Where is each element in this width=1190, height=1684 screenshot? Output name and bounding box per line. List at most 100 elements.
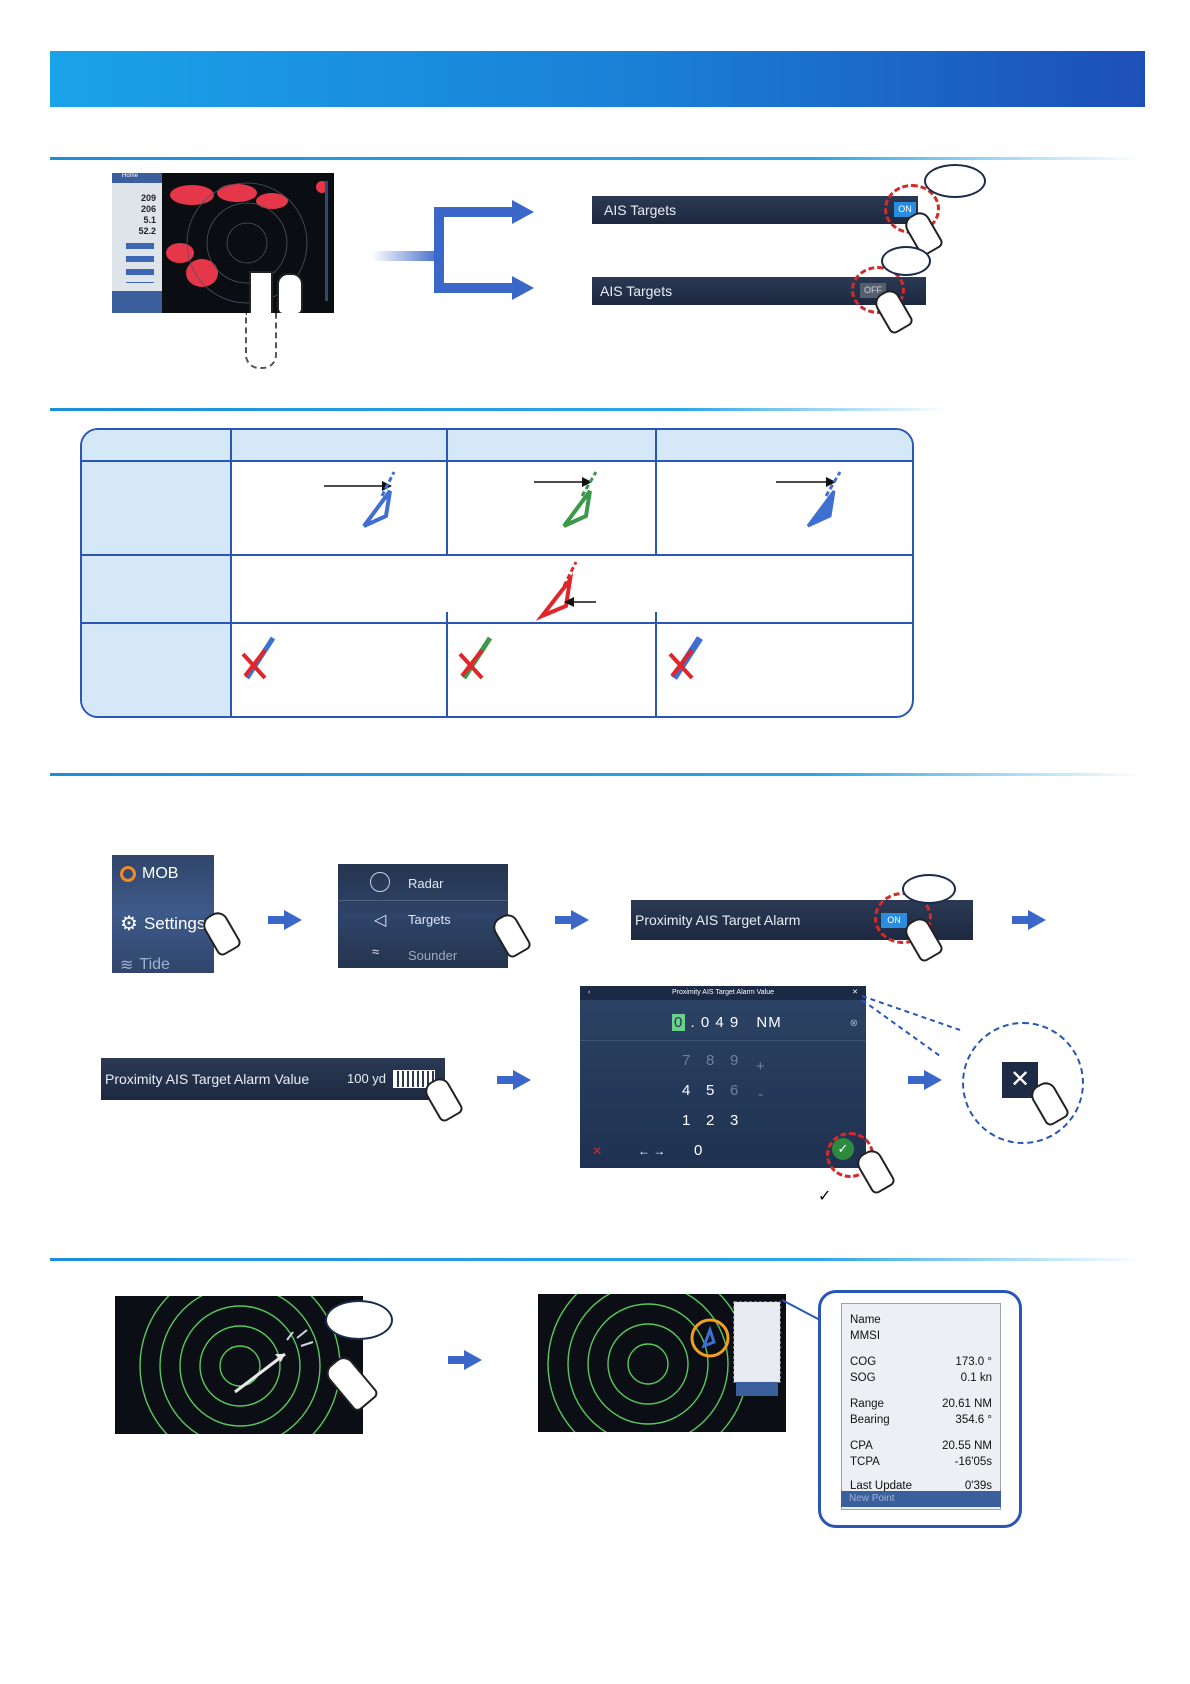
key-1[interactable]: 1 — [682, 1112, 691, 1129]
key-9[interactable]: 9 — [730, 1052, 739, 1069]
key-4[interactable]: 4 — [682, 1082, 691, 1099]
split-arrow-bottom — [434, 283, 514, 293]
key-3[interactable]: 3 — [730, 1112, 739, 1129]
info-row-range: Range 20.61 NM — [850, 1398, 992, 1410]
menu-label-settings: Settings — [143, 913, 206, 933]
speech-callout-tap — [325, 1300, 393, 1340]
keypad-divider — [580, 1040, 866, 1041]
close-icon[interactable]: ✕ — [852, 989, 858, 996]
section-divider-1 — [50, 157, 1145, 160]
submenu-targets[interactable]: Targets — [408, 912, 451, 927]
ais-target-symbol-green-outline — [534, 471, 598, 528]
menu-label-tide: Tide — [139, 956, 170, 973]
numeric-keypad-dialog: ‹ Proximity AIS Target Alarm Value ✕ 0 .… — [580, 986, 866, 1168]
swipe-up-arrow — [249, 271, 273, 313]
menu-item-mob[interactable]: MOB — [120, 865, 178, 883]
step-arrow-3 — [1028, 910, 1046, 930]
key-0[interactable]: 0 — [694, 1142, 703, 1159]
info-row-sog: SOG 0.1 kn — [850, 1372, 992, 1384]
col-divider-3b — [655, 612, 657, 716]
side-menu: MOB ⚙ Settings ≋ Tide — [112, 855, 214, 975]
section-divider-4 — [50, 1258, 1145, 1261]
step-arrow-1-bar — [268, 916, 286, 924]
step-arrow-1 — [284, 910, 302, 930]
radar-tap-screenshot — [115, 1296, 363, 1434]
ais-lost-target-green — [458, 636, 493, 680]
step-arrow-2 — [571, 910, 589, 930]
speech-callout-off — [881, 246, 931, 276]
radar-icon — [370, 872, 390, 892]
key-6[interactable]: 6 — [730, 1082, 739, 1099]
lifebuoy-icon — [120, 866, 136, 882]
zoom-circle: ✕ — [962, 1022, 1084, 1144]
radar-bottom-bar — [112, 291, 162, 313]
info-value: 20.55 NM — [942, 1440, 992, 1452]
info-value: 0.1 kn — [960, 1372, 992, 1384]
info-label: TCPA — [850, 1456, 880, 1468]
submenu-divider — [338, 900, 508, 901]
info-label: Name — [850, 1314, 881, 1326]
proximity-alarm-label: Proximity AIS Target Alarm — [635, 912, 801, 928]
arrow-head-top — [512, 200, 534, 224]
section-divider-3 — [50, 773, 1145, 776]
sounder-icon: ≈ — [372, 944, 380, 959]
back-icon[interactable]: ‹ — [588, 989, 591, 996]
info-value: -16'05s — [954, 1456, 992, 1468]
radar-buttons — [126, 243, 154, 283]
cancel-icon[interactable]: ✕ — [592, 1144, 603, 1158]
table-header-row — [82, 430, 912, 462]
zoom-connector — [861, 995, 961, 1057]
swipe-trail — [245, 313, 277, 369]
step-arrow-4-bar — [497, 1076, 515, 1084]
info-label: SOG — [850, 1372, 876, 1384]
submenu-sounder[interactable]: Sounder — [408, 948, 458, 963]
info-label: MMSI — [850, 1330, 881, 1342]
key-minus[interactable]: - — [758, 1086, 763, 1103]
finger-icon — [277, 273, 303, 313]
key-7[interactable]: 7 — [682, 1052, 691, 1069]
radar-scope — [162, 173, 334, 313]
readout-4: 52.2 — [138, 226, 156, 236]
submenu-radar[interactable]: Radar — [408, 876, 444, 891]
new-point-button[interactable]: New Point — [841, 1491, 1001, 1507]
ais-lost-target-blue-filled — [668, 636, 703, 680]
info-value: 354.6 ° — [955, 1414, 992, 1426]
step-arrow-6 — [464, 1350, 482, 1370]
ais-target-symbol-blue-outline — [324, 471, 396, 528]
ais-dangerous-target-symbol — [535, 561, 596, 621]
col-divider-2c — [446, 462, 448, 556]
keypad-unit: NM — [756, 1014, 782, 1031]
key-5[interactable]: 5 — [706, 1082, 715, 1099]
row-divider-1 — [82, 554, 912, 556]
tide-icon: ≋ — [120, 957, 134, 974]
key-2[interactable]: 2 — [706, 1112, 715, 1129]
info-label: Range — [850, 1398, 884, 1410]
info-row-name: Name — [850, 1314, 992, 1326]
menu-item-settings[interactable]: ⚙ Settings — [120, 911, 205, 936]
radar-info-screenshot — [538, 1294, 786, 1432]
ais-targets-row-on[interactable]: AIS Targets ON — [592, 196, 918, 224]
clear-icon[interactable]: ⊗ — [849, 1018, 858, 1029]
proximity-value-row[interactable]: Proximity AIS Target Alarm Value 100 yd — [101, 1058, 445, 1100]
col-divider-1 — [230, 430, 232, 716]
arrow-head-bottom — [512, 276, 534, 300]
keypad-title: Proximity AIS Target Alarm Value — [671, 989, 775, 996]
title-banner — [50, 51, 1145, 107]
cursor-arrows[interactable]: ← → — [638, 1144, 666, 1158]
speech-callout-on — [924, 164, 986, 198]
popup-connector — [781, 1299, 821, 1321]
step-arrow-2-bar — [555, 916, 573, 924]
readout-3: 5.1 — [143, 215, 156, 225]
info-value: 20.61 NM — [942, 1398, 992, 1410]
menu-item-tide[interactable]: ≋ Tide — [120, 955, 170, 975]
key-8[interactable]: 8 — [706, 1052, 715, 1069]
split-arrow-stem — [372, 251, 442, 261]
key-plus[interactable]: + — [756, 1058, 765, 1075]
section-divider-2 — [50, 408, 950, 411]
info-value: 173.0 ° — [955, 1356, 992, 1368]
ais-symbol-table — [80, 428, 914, 718]
